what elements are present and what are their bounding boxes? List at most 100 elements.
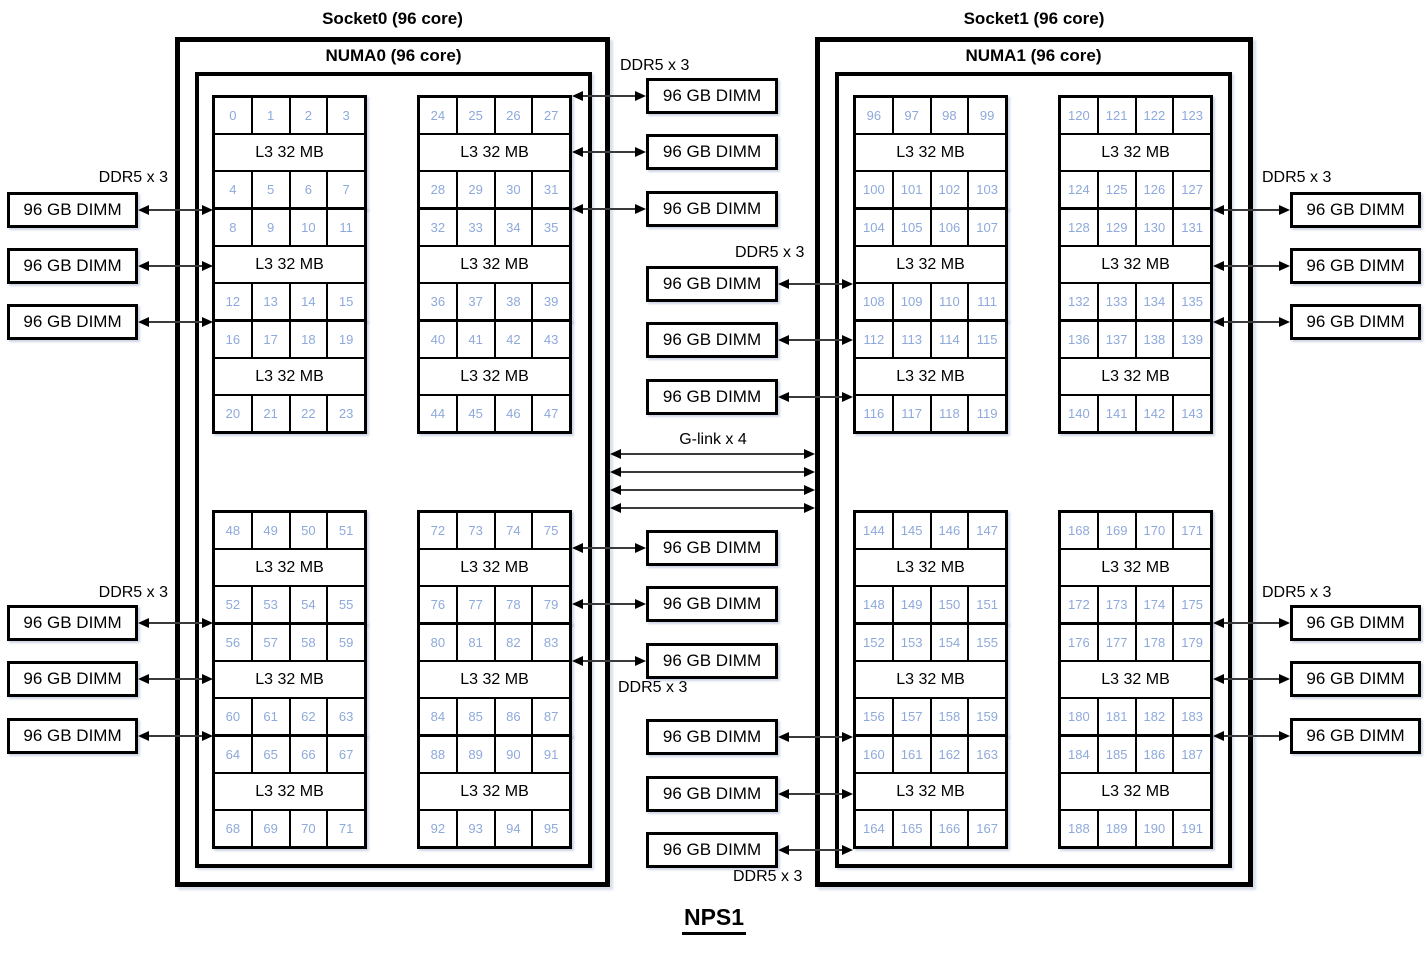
dimm-box: 96 GB DIMM [646, 134, 778, 170]
core-cell: 162 [931, 737, 970, 772]
arrowhead-right-icon [842, 845, 853, 855]
core-cell: 30 [495, 172, 534, 207]
core-cell: 103 [969, 172, 1005, 207]
ddr-arrow [572, 598, 646, 610]
arrow-line [143, 209, 208, 211]
arrowhead-left-icon [778, 845, 789, 855]
core-cell: 16 [215, 322, 253, 357]
arrow-line [615, 507, 810, 509]
dimm-box: 96 GB DIMM [646, 530, 778, 566]
ddr5-label: DDR5 x 3 [98, 169, 168, 186]
core-cell: 187 [1174, 737, 1210, 772]
core-cell: 55 [328, 587, 364, 622]
arrowhead-left-icon [610, 485, 621, 495]
core-cell: 65 [252, 737, 291, 772]
arrowhead-left-icon [572, 91, 583, 101]
core-cell: 31 [533, 172, 569, 207]
dimm-box: 96 GB DIMM [1290, 248, 1421, 284]
dimm-box: 96 GB DIMM [646, 322, 778, 358]
core-cell: 82 [495, 625, 534, 660]
core-cell: 173 [1098, 587, 1137, 622]
arrowhead-right-icon [635, 599, 646, 609]
arrow-line [577, 95, 641, 97]
core-cell: 38 [495, 284, 534, 319]
core-cell: 125 [1098, 172, 1137, 207]
core-cell: 183 [1174, 699, 1210, 734]
l3-cache-label: L3 32 MB [215, 772, 364, 811]
core-cell: 60 [215, 699, 253, 734]
arrow-line [783, 736, 848, 738]
l3-cache-label: L3 32 MB [1061, 245, 1210, 284]
arrowhead-right-icon [202, 261, 213, 271]
arrowhead-right-icon [635, 91, 646, 101]
dimm-box: 96 GB DIMM [1290, 192, 1421, 228]
dimm-box: 96 GB DIMM [1290, 718, 1421, 754]
l3-cache-label: L3 32 MB [215, 548, 364, 587]
core-cell: 190 [1136, 811, 1175, 846]
core-cell: 54 [290, 587, 329, 622]
l3-cache-label: L3 32 MB [420, 357, 569, 396]
ddr-arrow [138, 730, 213, 742]
diagram-title: NPS1 [599, 904, 829, 935]
core-cell: 149 [893, 587, 932, 622]
ddr5-label: DDR5 x 3 [98, 584, 168, 601]
core-cell: 159 [969, 699, 1005, 734]
core-cell: 78 [495, 587, 534, 622]
core-cell: 12 [215, 284, 253, 319]
core-cell: 83 [533, 625, 569, 660]
core-cell: 1 [252, 98, 291, 133]
core-cell: 176 [1061, 625, 1099, 660]
core-cell: 85 [457, 699, 496, 734]
core-cell: 164 [856, 811, 894, 846]
arrow-line [615, 489, 810, 491]
core-cell: 27 [533, 98, 569, 133]
core-cell: 191 [1174, 811, 1210, 846]
core-cell: 93 [457, 811, 496, 846]
l3-cache-label: L3 32 MB [856, 548, 1005, 587]
arrowhead-left-icon [138, 261, 149, 271]
core-cell: 137 [1098, 322, 1137, 357]
arrow-line [143, 735, 208, 737]
l3-cache-label: L3 32 MB [215, 133, 364, 172]
arrowhead-left-icon [572, 147, 583, 157]
core-cell: 180 [1061, 699, 1099, 734]
arrowhead-left-icon [778, 732, 789, 742]
dimm-box: 96 GB DIMM [7, 605, 138, 641]
l3-cache-label: L3 32 MB [420, 772, 569, 811]
core-cell: 51 [328, 513, 364, 548]
core-cell: 132 [1061, 284, 1099, 319]
core-cell: 34 [495, 210, 534, 245]
core-cell: 91 [533, 737, 569, 772]
ddr-arrow [1213, 617, 1290, 629]
arrowhead-right-icon [842, 732, 853, 742]
core-cell: 40 [420, 322, 458, 357]
core-cell: 6 [290, 172, 329, 207]
core-cell: 138 [1136, 322, 1175, 357]
core-cell: 23 [328, 396, 364, 431]
arrow-line [577, 151, 641, 153]
core-cell: 160 [856, 737, 894, 772]
core-cell: 14 [290, 284, 329, 319]
arrow-line [577, 547, 641, 549]
core-cell: 129 [1098, 210, 1137, 245]
